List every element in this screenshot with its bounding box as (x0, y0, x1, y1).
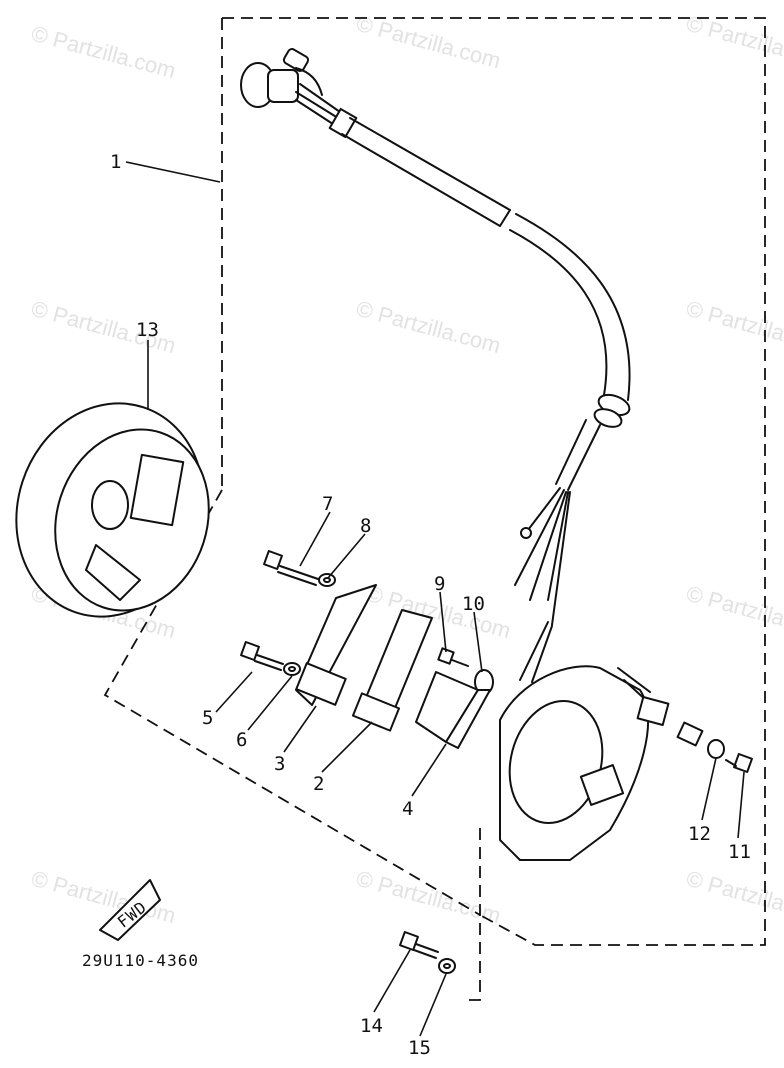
leader-11 (737, 771, 745, 839)
plate-boss (579, 764, 625, 806)
callout-2: 2 (313, 773, 324, 795)
coil-3 (295, 584, 377, 706)
leader-8 (327, 533, 366, 579)
washer-15 (438, 958, 456, 974)
lead-ends (519, 621, 553, 683)
leader-2 (321, 721, 373, 773)
bolt-head (240, 641, 260, 661)
callout-10: 10 (462, 593, 485, 615)
callout-15: 15 (408, 1037, 431, 1059)
bolt-5 (240, 641, 284, 671)
callout-11: 11 (728, 841, 751, 863)
leader-15 (419, 973, 447, 1037)
leader-3 (283, 705, 317, 753)
wire-harness (240, 48, 631, 683)
screw-9 (437, 647, 469, 667)
cable-break-a (499, 209, 511, 227)
watermark: © Partzilla.com (354, 11, 504, 74)
pickup-bar (445, 689, 491, 749)
fwd-arrow-shape (99, 879, 161, 941)
washer-6 (283, 662, 301, 676)
washer-hole (288, 666, 296, 672)
switch-body (636, 696, 670, 726)
callout-labels: 1 2 3 4 5 6 7 8 9 10 11 12 13 14 15 (110, 151, 751, 1059)
bolt-head (263, 550, 283, 570)
watermark: © Partzilla.com (684, 11, 784, 74)
callout-9: 9 (434, 573, 445, 595)
callout-13: 13 (136, 319, 159, 341)
loose-leads (514, 487, 571, 626)
rotor-hub (91, 480, 129, 530)
boundary-outline (222, 17, 766, 946)
leader-4 (411, 743, 447, 797)
connector-plug (282, 48, 310, 72)
watermark: © Partzilla.com (354, 866, 504, 929)
pickup-4 (415, 671, 491, 749)
rotor-pocket (85, 544, 141, 601)
washer-hole (323, 577, 331, 583)
coil-2 (351, 609, 433, 732)
rotor-magnet (129, 453, 185, 527)
bolt-14 (399, 931, 439, 959)
stator-plate (499, 665, 649, 861)
boundary-bolt-drop (462, 828, 481, 1001)
leader-6 (247, 675, 293, 731)
watermark: © Partzilla.com (684, 296, 784, 359)
cable-upper (341, 117, 511, 227)
leader-12 (701, 757, 717, 821)
washer-12 (707, 739, 725, 759)
bolt-shank (254, 654, 284, 671)
lead-wire (295, 67, 323, 96)
bolt-head (399, 931, 419, 951)
leader-10 (473, 611, 483, 673)
callout-8: 8 (360, 515, 371, 537)
watermark: © Partzilla.com (354, 296, 504, 359)
spacer (676, 721, 704, 747)
screw-head (733, 753, 753, 773)
callout-3: 3 (274, 753, 285, 775)
leader-1 (125, 161, 221, 183)
washer-outer (707, 739, 725, 759)
screw-shank (451, 659, 469, 667)
leader-5 (215, 671, 253, 713)
leader-7 (299, 511, 331, 567)
ring-terminal (520, 527, 532, 539)
callout-1: 1 (110, 151, 121, 173)
bolt-shank (277, 565, 319, 586)
watermark: © Partzilla.com (684, 581, 784, 644)
washer-hole (443, 963, 451, 969)
cable-lower-outer (515, 213, 631, 401)
bolt-shank (413, 943, 439, 959)
leader-14 (373, 949, 411, 1013)
wire-bundle (555, 419, 601, 491)
callout-5: 5 (202, 707, 213, 729)
diagram-code: 29U110-4360 (82, 951, 199, 970)
cable-lower-inner (509, 229, 608, 396)
washer-outer (318, 573, 336, 587)
watermark: © Partzilla.com (29, 21, 179, 84)
callout-7: 7 (322, 493, 333, 515)
leader-lines (125, 161, 745, 1037)
switch-assembly (617, 667, 704, 747)
grommet-lower (593, 408, 623, 428)
washer-outer (438, 958, 456, 974)
washer-8 (318, 573, 336, 587)
leader-9 (439, 591, 447, 653)
coil-base (295, 662, 347, 706)
screw-head (437, 647, 455, 665)
flywheel-rotor (15, 402, 210, 618)
sleeve-band (328, 107, 358, 139)
connector-boot (267, 69, 299, 103)
callout-12: 12 (688, 823, 711, 845)
callout-14: 14 (360, 1015, 383, 1037)
washer-outer (283, 662, 301, 676)
screw-11 (725, 753, 753, 773)
bolt-long (263, 550, 319, 586)
screw-shank (725, 759, 737, 767)
watermark: © Partzilla.com (684, 866, 784, 929)
callout-6: 6 (236, 729, 247, 751)
lead-wires (295, 83, 341, 127)
callout-4: 4 (402, 798, 413, 820)
